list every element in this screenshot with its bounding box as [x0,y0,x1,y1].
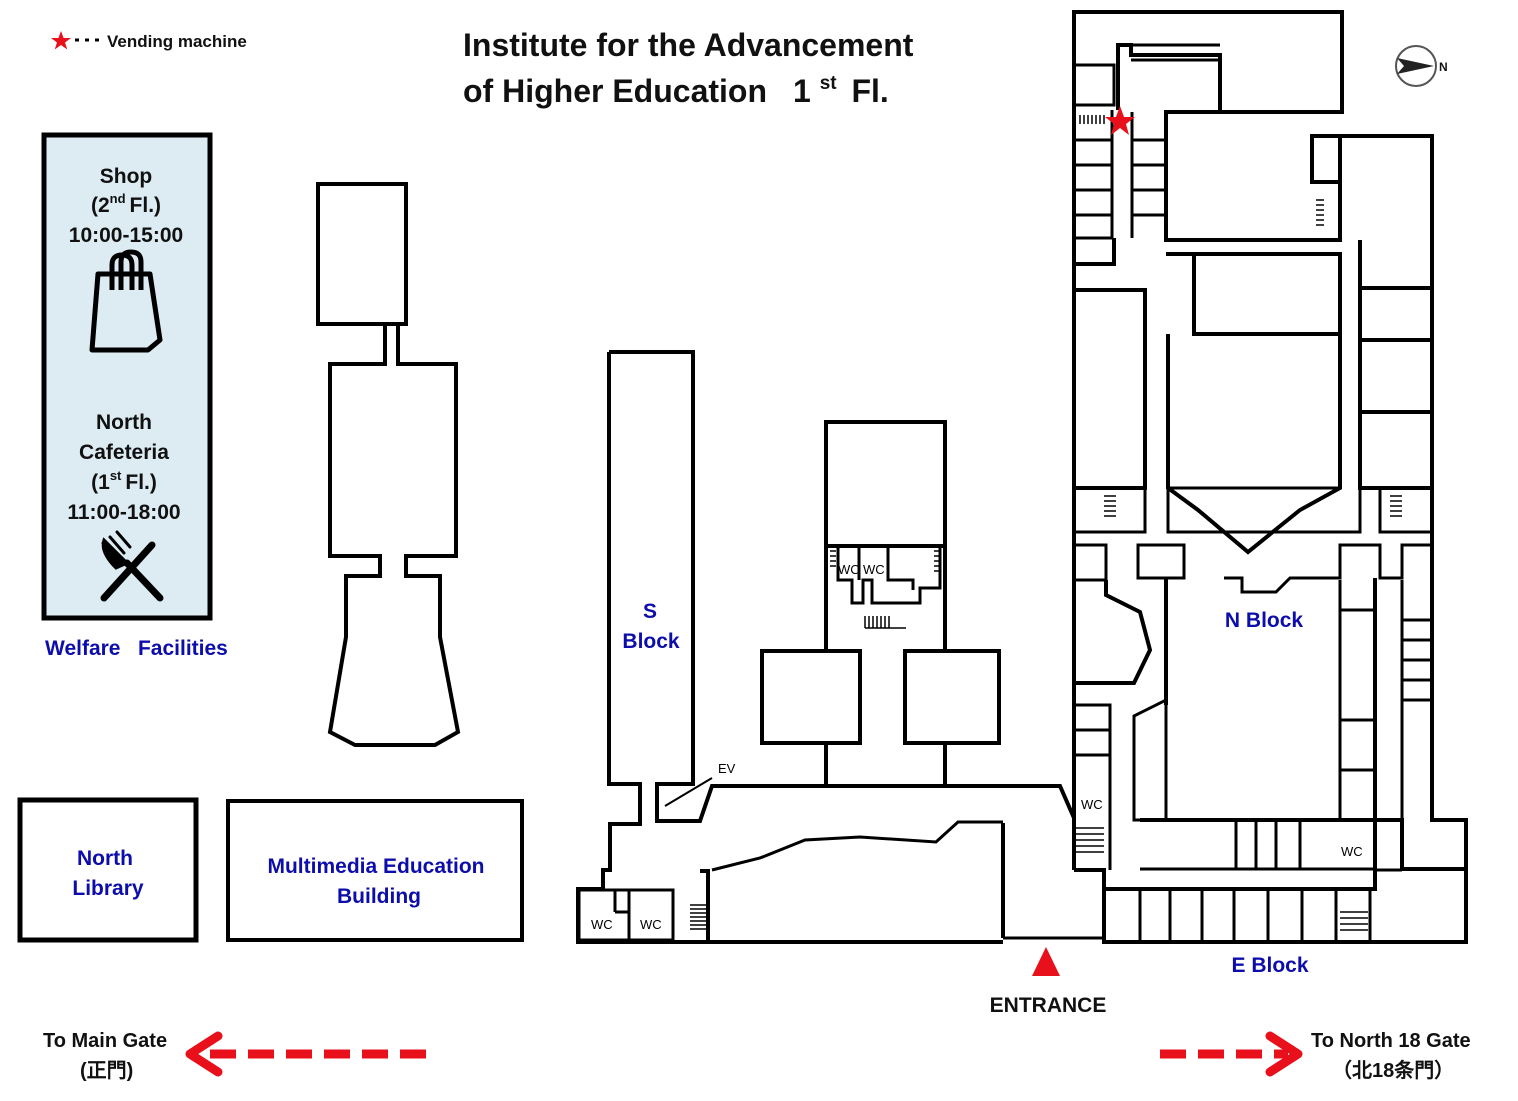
north18-line2: （北18条門） [1332,1058,1454,1082]
cafeteria-floor-close: Fl.) [125,471,157,494]
cafeteria-floor-open: (1 [91,471,110,494]
left-arrow-icon [185,1031,223,1077]
title-floor-sup: st [820,73,838,94]
main-gate-line2: (正門) [80,1059,133,1082]
wc-label-n1: WC [1081,797,1103,812]
wc-label-c2: WC [863,562,885,577]
cafeteria-name-line1: North [96,411,152,434]
rocket-building [316,182,461,747]
entrance-marker-icon [1032,947,1060,976]
welfare-caption: Welfare Facilities [45,637,228,660]
north-library-building: North Library [17,797,199,943]
shop-hours: 10:00-15:00 [69,224,183,247]
shopping-bag-icon [89,249,163,353]
wc-label-s2: WC [640,917,662,932]
page-title: Institute for the Advancement of Higher … [463,27,914,109]
compass-letter: N [1439,60,1448,74]
title-floor-suffix: Fl. [851,73,888,109]
stairs-n-block [1074,115,1402,931]
vending-machine-star-icon [51,31,71,50]
stairs-central [830,550,941,629]
cafeteria-floor-sup: st [110,468,122,483]
fork-knife-icon [100,530,164,602]
n-block: WC WC N Block E Block [1003,10,1468,977]
wc-label-n2: WC [1341,844,1363,859]
multimedia-line2: Building [337,885,421,908]
title-line1: Institute for the Advancement [463,27,914,63]
s-block: WC WC EV S Block [576,350,1076,944]
entrance-label: ENTRANCE [990,994,1107,1017]
north-library-line1: North [77,847,133,870]
title-floor-num: 1 [793,73,811,109]
e-block-label: E Block [1231,954,1308,977]
compass-north-icon: N [1395,45,1448,87]
legend-vending-label: Vending machine [107,32,247,51]
title-line2: of Higher Education 1 st Fl. [463,60,889,109]
main-gate-line1: To Main Gate [43,1030,167,1052]
cafeteria-hours: 11:00-18:00 [67,501,180,524]
shop-floor-sup: nd [110,191,126,206]
title-line2-main: of Higher Education [463,73,767,109]
multimedia-line1: Multimedia Education [267,855,484,878]
wc-label-s1: WC [591,917,613,932]
stairs-s-block [690,904,706,930]
ev-label: EV [718,761,736,776]
to-north-18-gate: To North 18 Gate （北18条門） [1160,1030,1471,1082]
s-block-line2: Block [622,630,680,653]
wc-label-c1: WC [838,562,860,577]
cafeteria-name-line2: Cafeteria [79,441,169,464]
n-block-label: N Block [1225,609,1304,632]
shop-floor-open: (2 [91,194,110,217]
north-library-line2: Library [72,877,144,900]
entrance: ENTRANCE [990,947,1107,1017]
shop-floor-close: Fl.) [130,194,162,217]
vending-machine-star-icon [1105,106,1135,135]
multimedia-education-building: Multimedia Education Building [226,799,524,942]
north18-line1: To North 18 Gate [1311,1030,1471,1052]
to-main-gate: To Main Gate (正門) [43,1030,434,1082]
s-block-line1: S [643,600,657,623]
shop-floor: (2nd Fl.) [91,191,161,217]
central-tower: WC WC [760,420,1001,786]
legend: Vending machine [51,31,247,51]
right-arrow-icon [1265,1031,1303,1077]
shop-name: Shop [100,165,153,188]
